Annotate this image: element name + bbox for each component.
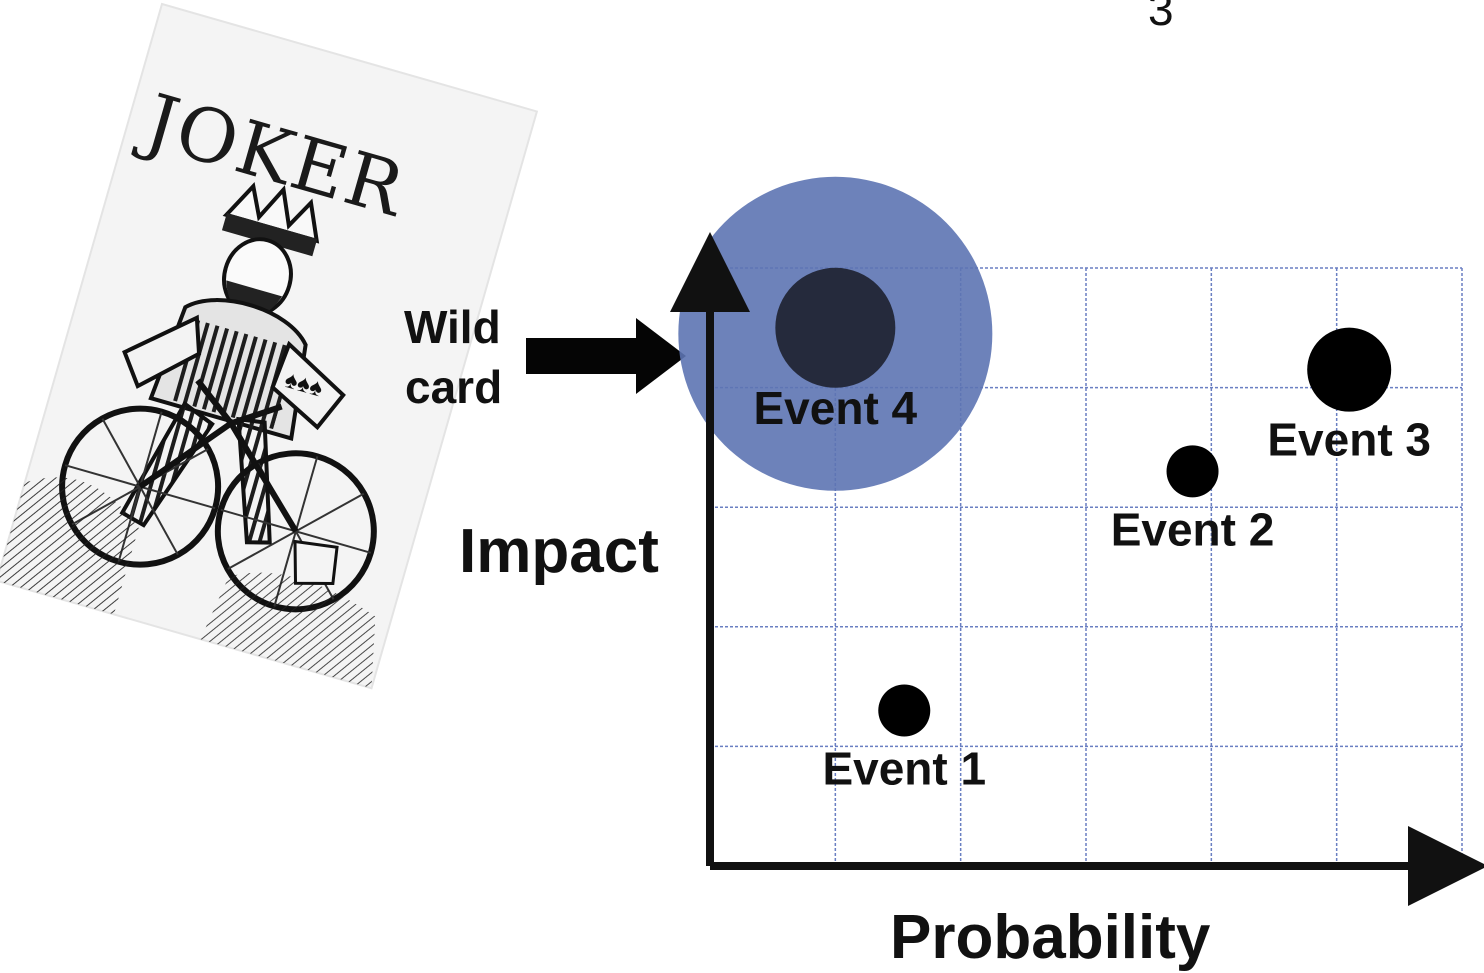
event-point (1307, 327, 1392, 412)
joker-illustration: ♠♠♠ (0, 181, 377, 689)
impact-axis-label: Impact (459, 517, 659, 586)
event-point (775, 267, 896, 388)
event-points: Event 1 Event 2 Event 3 Event 4 (754, 267, 1431, 795)
event-label: Event 4 (754, 382, 918, 434)
event-label: Event 2 (1111, 503, 1275, 555)
event-label: Event 3 (1267, 414, 1431, 466)
top-clipped-text: 3 (1148, 0, 1174, 35)
probability-axis-label: Probability (890, 903, 1211, 972)
event-point (1166, 445, 1219, 498)
event-label: Event 1 (822, 743, 986, 795)
event-point (878, 684, 931, 737)
joker-card: JOKER ♠♠♠ (0, 2, 539, 690)
wild-card-label-line-1: Wild (404, 301, 501, 353)
wild-card-label-line-2: card (405, 361, 502, 413)
wild-card-arrow (526, 318, 686, 394)
